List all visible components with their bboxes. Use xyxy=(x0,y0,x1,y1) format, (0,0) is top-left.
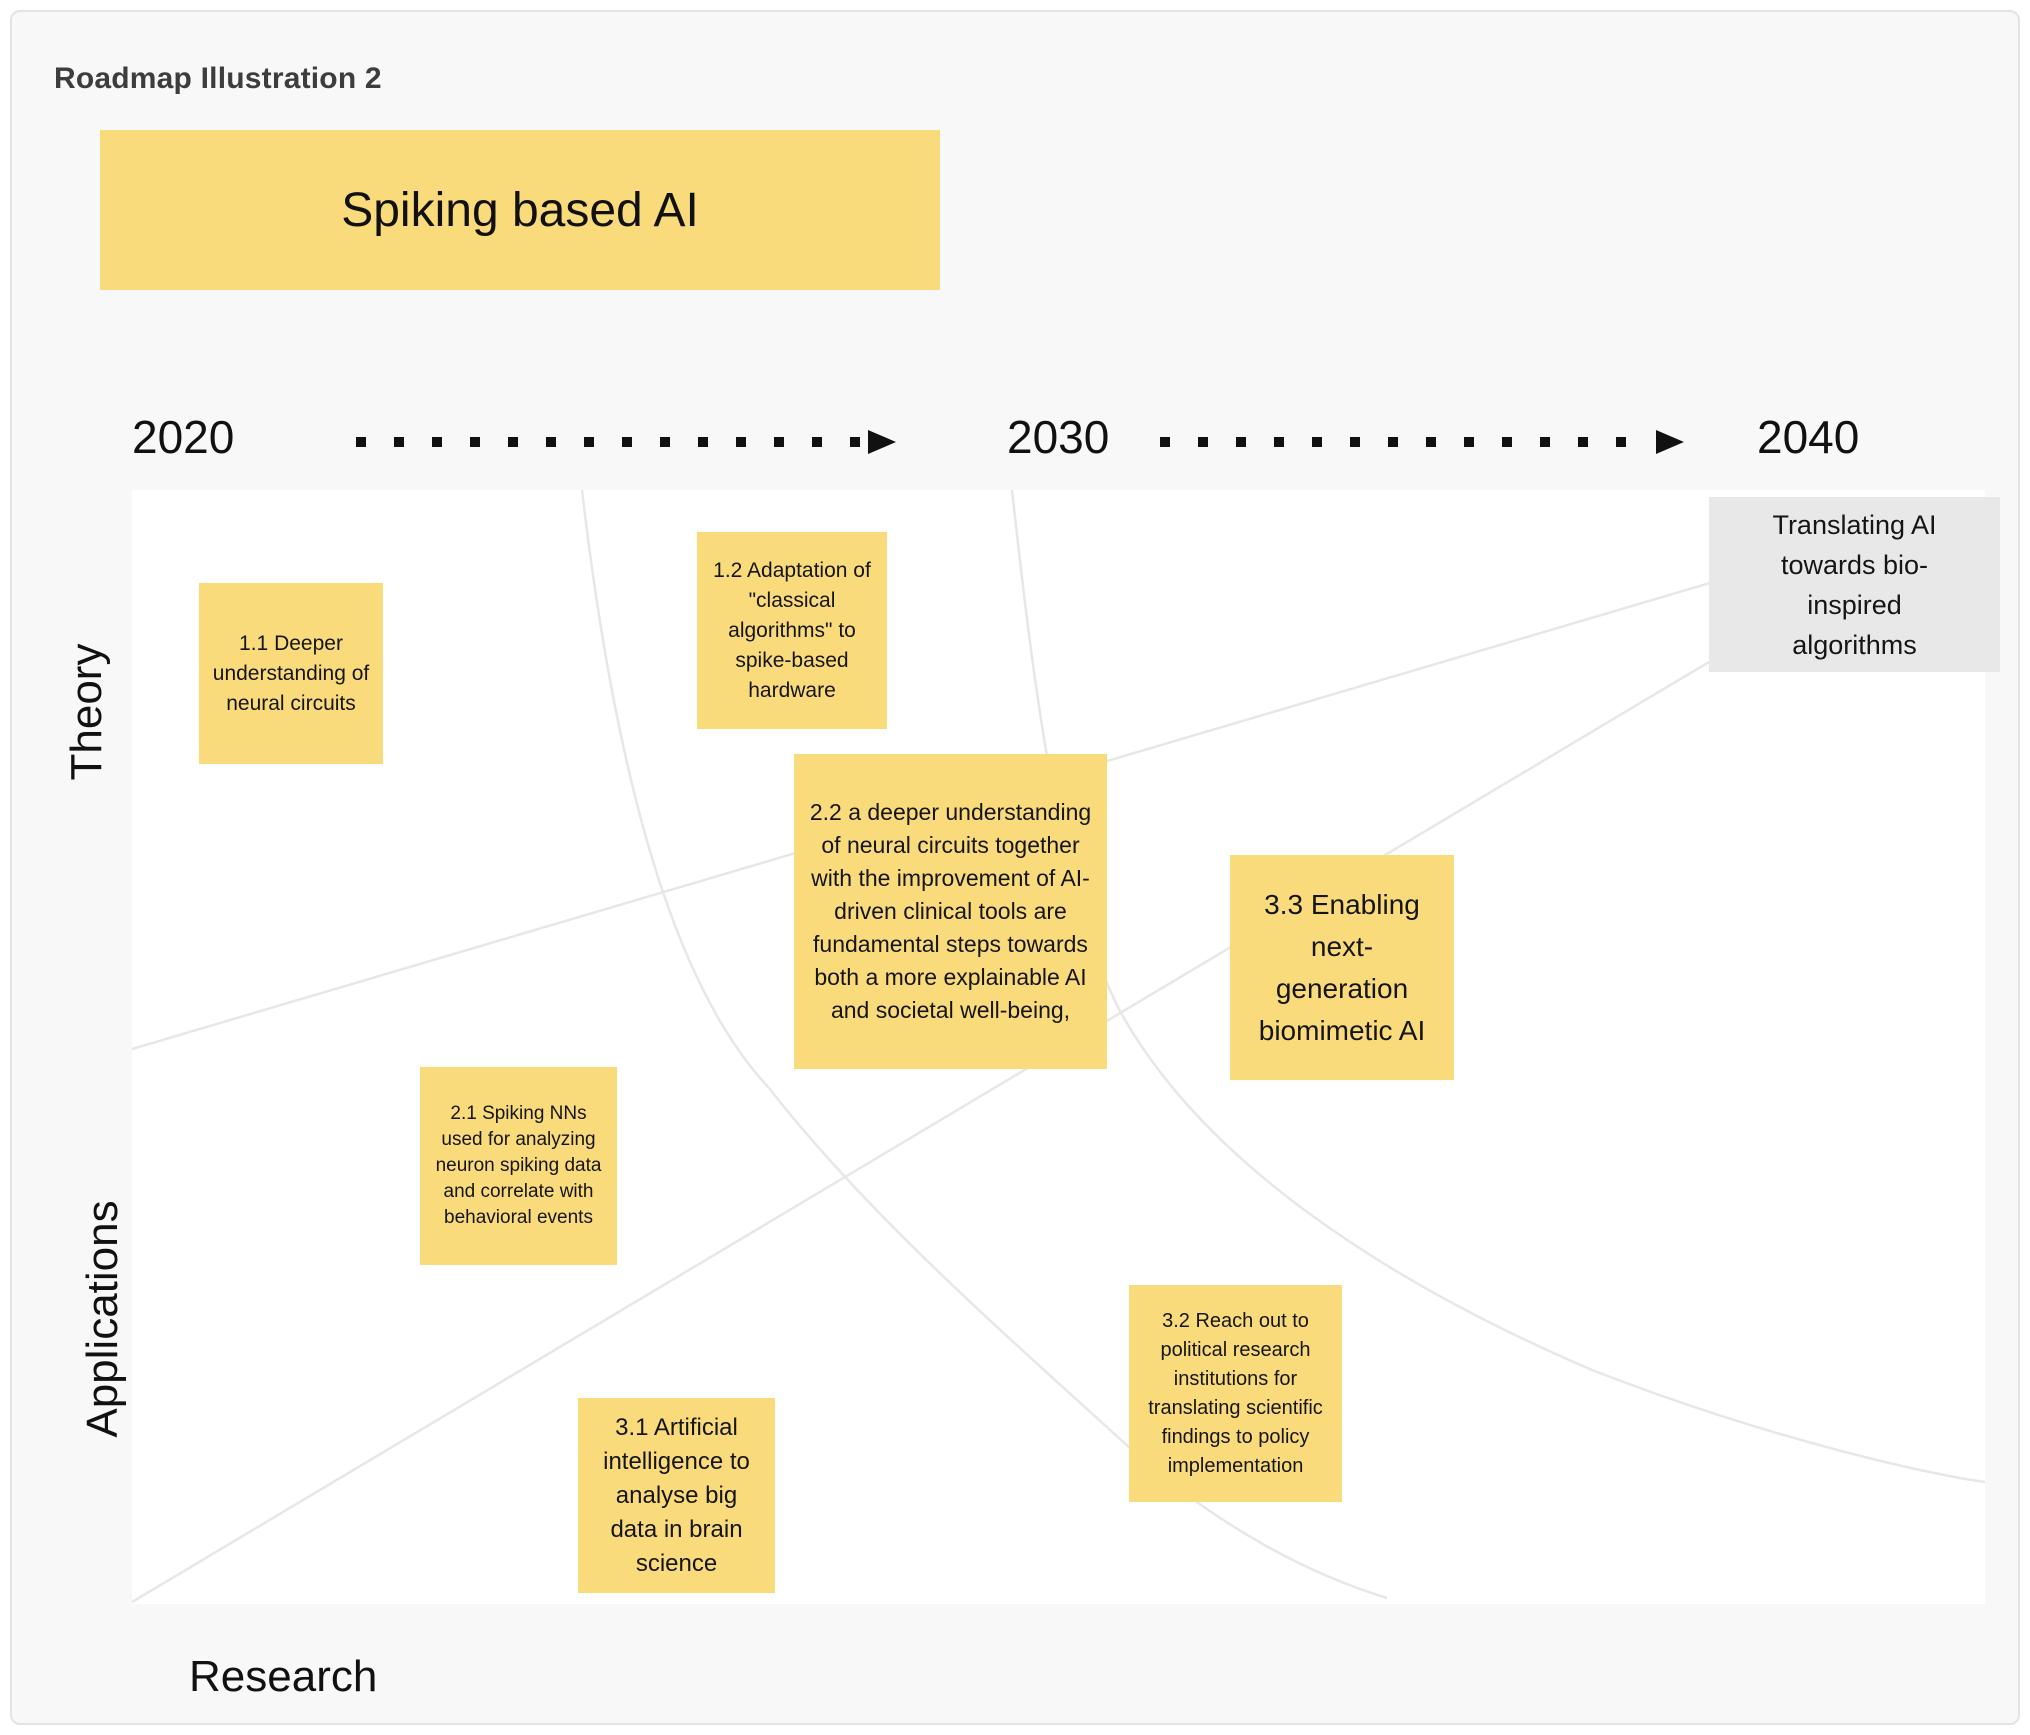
timeline-year-2030: 2030 xyxy=(1007,411,1110,463)
note-text: 1.1 Deeper understanding of neural circu… xyxy=(212,631,370,715)
sticky-note-3-2[interactable]: 3.2 Reach out to political research inst… xyxy=(1129,1285,1342,1502)
note-text: 2.1 Spiking NNs used for analyzing neuro… xyxy=(435,1103,602,1228)
note-text: 1.2 Adaptation of "classical algorithms"… xyxy=(713,558,871,702)
sticky-note-1-1[interactable]: 1.1 Deeper understanding of neural circu… xyxy=(199,583,383,764)
note-text: 3.1 Artificial intelligence to analyse b… xyxy=(603,1413,750,1577)
sticky-note-2-1[interactable]: 2.1 Spiking NNs used for analyzing neuro… xyxy=(420,1067,617,1265)
sticky-note-3-3[interactable]: 3.3 Enabling next-generation biomimetic … xyxy=(1230,855,1454,1080)
note-text: 2.2 a deeper understanding of neural cir… xyxy=(809,799,1092,1023)
roadmap-card: Roadmap Illustration 2 Spiking based AI … xyxy=(10,10,2020,1725)
page-title: Roadmap Illustration 2 xyxy=(54,62,382,95)
sticky-note-2-2[interactable]: 2.2 a deeper understanding of neural cir… xyxy=(794,754,1107,1069)
timeline-year-2040: 2040 xyxy=(1757,411,1860,463)
note-text: Translating AI towards bio-inspired algo… xyxy=(1772,509,1937,660)
dashed-arrow-icon xyxy=(356,430,896,454)
axis-label-applications: Applications xyxy=(78,1200,127,1438)
sticky-note-3-1[interactable]: 3.1 Artificial intelligence to analyse b… xyxy=(578,1398,775,1593)
banner-label: Spiking based AI xyxy=(341,183,699,237)
dashed-arrow-icon xyxy=(1160,430,1684,454)
sticky-note-1-2[interactable]: 1.2 Adaptation of "classical algorithms"… xyxy=(697,532,887,729)
note-translating-ai[interactable]: Translating AI towards bio-inspired algo… xyxy=(1709,497,2000,672)
timeline-year-2020: 2020 xyxy=(132,411,235,463)
note-text: 3.2 Reach out to political research inst… xyxy=(1148,1309,1323,1477)
note-text: 3.3 Enabling next-generation biomimetic … xyxy=(1258,888,1426,1046)
spiking-based-ai-banner[interactable]: Spiking based AI xyxy=(100,130,940,290)
axis-label-research: Research xyxy=(189,1652,378,1701)
axis-label-theory: Theory xyxy=(62,643,111,781)
